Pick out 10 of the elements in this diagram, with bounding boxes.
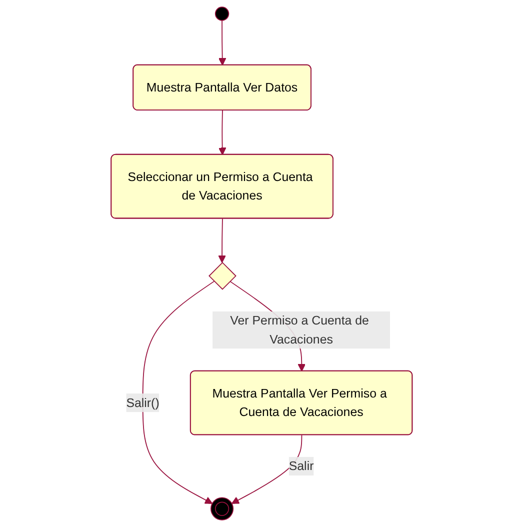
arrow (218, 20, 227, 66)
node-circle (210, 497, 234, 520)
node-circle (215, 6, 230, 21)
edge-label: Ver Permiso a Cuenta de Vacaciones (230, 313, 370, 346)
edge-label: Salir() (126, 395, 160, 410)
arrow (218, 110, 227, 156)
arrow (218, 218, 226, 263)
edge-label: Salir (289, 458, 314, 473)
node-diamond (208, 262, 237, 290)
arrow (142, 280, 215, 504)
